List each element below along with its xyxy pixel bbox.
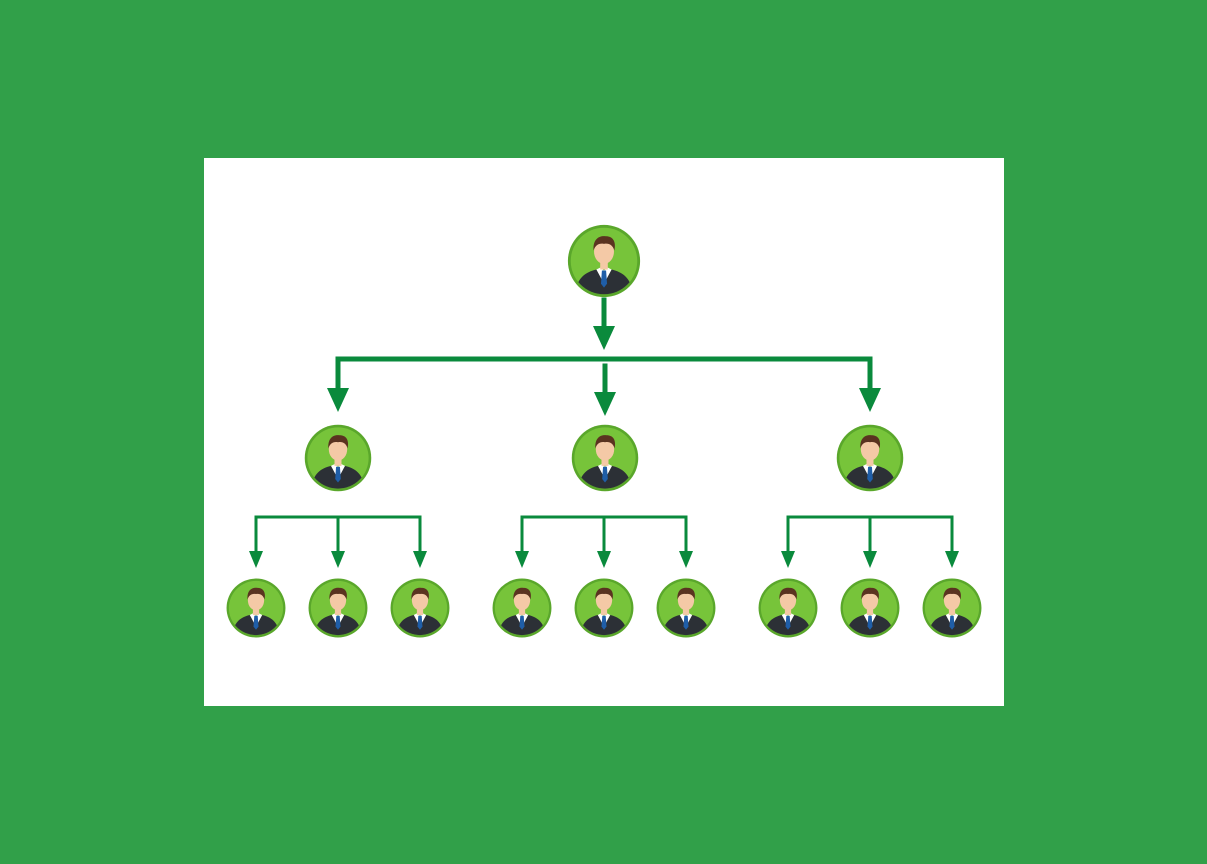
leaf-arrow-down-icon-1-1 [249, 551, 263, 568]
leaf-arrow-down-icon-3-2 [863, 551, 877, 568]
leaf-arrow-down-icon-3-3 [945, 551, 959, 568]
leaf-arrow-down-icon-2-2 [597, 551, 611, 568]
mid-arrow-down-icon-2 [594, 392, 616, 416]
mid-arrow-down-icon-3 [859, 388, 881, 412]
leaf-arrow-down-icon-3-1 [781, 551, 795, 568]
leaf-arrow-down-icon-1-2 [331, 551, 345, 568]
connector-layer [249, 297, 959, 568]
leaf-arrow-down-icon-1-3 [413, 551, 427, 568]
mid-arrow-down-icon-1 [327, 388, 349, 412]
leaf-arrow-down-icon-2-1 [515, 551, 529, 568]
leaf-arrow-down-icon-2-3 [679, 551, 693, 568]
root-arrow-down-icon [593, 326, 615, 350]
